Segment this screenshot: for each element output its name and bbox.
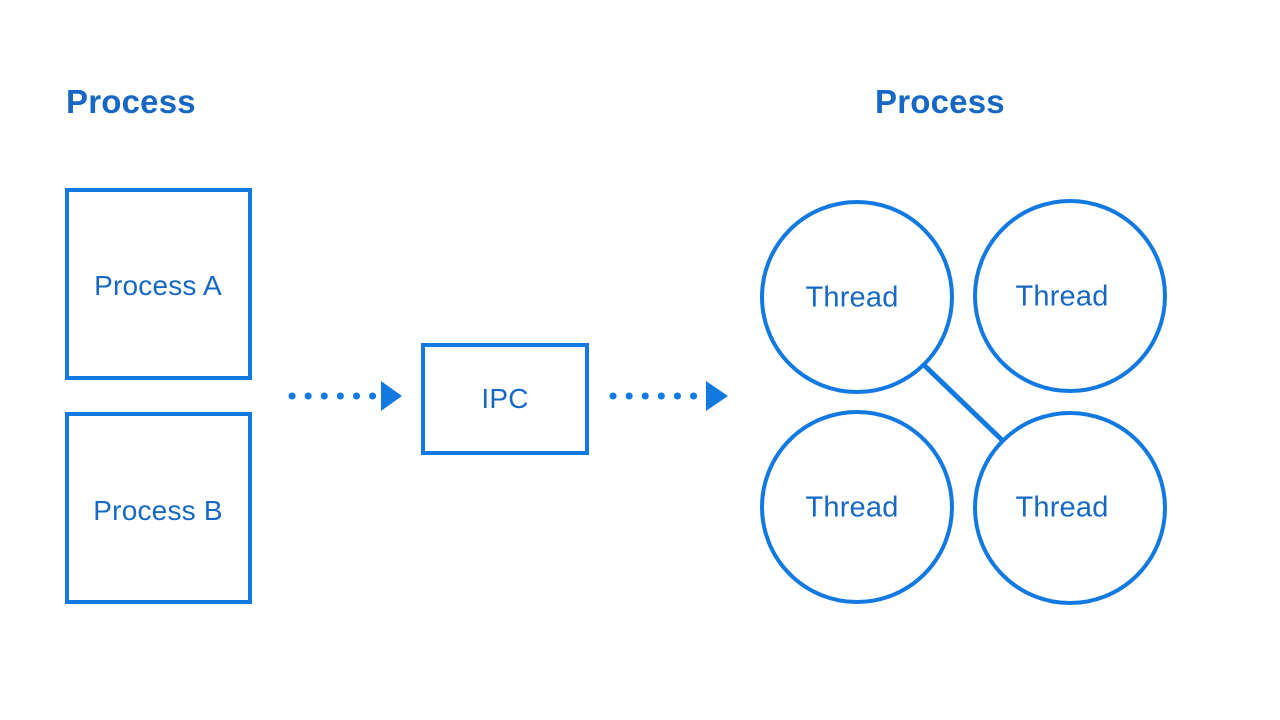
thread-circle-top-right[interactable]	[973, 199, 1167, 393]
ipc-box[interactable]	[421, 343, 589, 455]
process-a-label: Process A	[94, 270, 222, 301]
thread-label-top-left: Thread	[805, 281, 899, 314]
arrow-ipc-to-threads-icon	[609, 381, 728, 411]
ipc-label: IPC	[481, 383, 529, 414]
thread-label-bottom-right: Thread	[1015, 491, 1109, 524]
thread-label-bottom-left: Thread	[805, 491, 899, 524]
thread-circle-top-left[interactable]	[760, 200, 954, 394]
thread-link-line	[922, 363, 1005, 443]
thread-circle-bottom-left[interactable]	[760, 410, 954, 604]
arrow-processes-to-ipc-icon	[288, 381, 402, 411]
process-a-box[interactable]	[65, 188, 252, 380]
right-group-title: Process	[875, 83, 1005, 120]
left-group-title: Process	[66, 83, 196, 120]
process-b-box[interactable]	[65, 412, 252, 604]
thread-circle-bottom-right[interactable]	[973, 411, 1167, 605]
thread-label-top-right: Thread	[1015, 280, 1109, 313]
process-b-label: Process B	[93, 495, 223, 526]
